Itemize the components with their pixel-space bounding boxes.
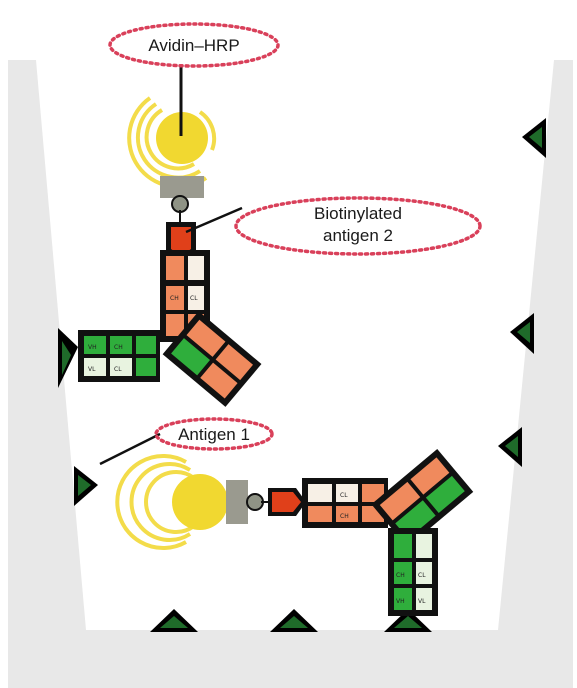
domain-label-vh: VH	[396, 598, 405, 605]
lower-antibody-fc	[371, 448, 474, 548]
domain-label-ch: CH	[114, 344, 123, 351]
biotinylated-antigen-2-lower	[268, 488, 306, 516]
antigen-1-triangle	[150, 609, 198, 632]
label-avidin-hrp: Avidin–HRP	[148, 36, 239, 55]
antigen-1-markers	[58, 118, 546, 632]
domain-label-cl: CL	[340, 492, 348, 499]
label-antigen-1: Antigen 1	[178, 425, 250, 444]
antigen-1-triangle	[384, 609, 432, 632]
upper-antibody-fc	[162, 311, 262, 407]
lower-hrp	[115, 454, 228, 550]
label-biotinylated: Biotinylated	[314, 204, 402, 223]
lower-biotin	[246, 493, 264, 511]
antigen-1-triangle	[522, 118, 546, 158]
lower-antibody-fab-horizontal: CL CH	[302, 478, 388, 528]
label-antigen-2: antigen 2	[323, 226, 393, 245]
domain-label-ch: CH	[170, 295, 179, 302]
domain-label-cl: CL	[418, 572, 426, 579]
domain-label-ch: CH	[396, 572, 405, 579]
callout-biotinylated-antigen-2: Biotinylated antigen 2	[234, 196, 482, 256]
lower-avidin	[226, 480, 248, 524]
callout-antigen-1: Antigen 1	[154, 417, 274, 451]
domain-label-cl: CL	[114, 366, 122, 373]
leader-biotinylated	[185, 206, 243, 234]
antigen-1-triangle	[58, 328, 78, 388]
upper-antibody: CH CL VH CH VL CL	[78, 250, 262, 407]
domain-label-ch: CH	[340, 513, 349, 520]
leader-antigen-1	[99, 432, 161, 466]
antigen-1-triangle	[510, 313, 534, 354]
callout-avidin-hrp: Avidin–HRP	[108, 22, 280, 68]
upper-hrp	[127, 64, 217, 189]
domain-label-vh: VH	[88, 344, 97, 351]
antigen-1-triangle	[270, 609, 318, 632]
lower-antibody-fab-vertical: CH CL VH VL	[388, 528, 438, 616]
antigen-1-triangle	[74, 466, 98, 506]
antigen-1-triangle	[498, 427, 522, 467]
microplate-well	[8, 60, 573, 688]
domain-label-vl: VL	[88, 366, 96, 373]
upper-antibody-fab-horizontal: VH CH VL CL	[78, 330, 160, 382]
lower-antibody: CL CH CH CL VH VL	[302, 448, 474, 616]
upper-avidin	[160, 176, 204, 198]
upper-biotin	[171, 195, 189, 213]
domain-label-cl: CL	[190, 295, 198, 302]
domain-label-vl: VL	[418, 598, 426, 605]
